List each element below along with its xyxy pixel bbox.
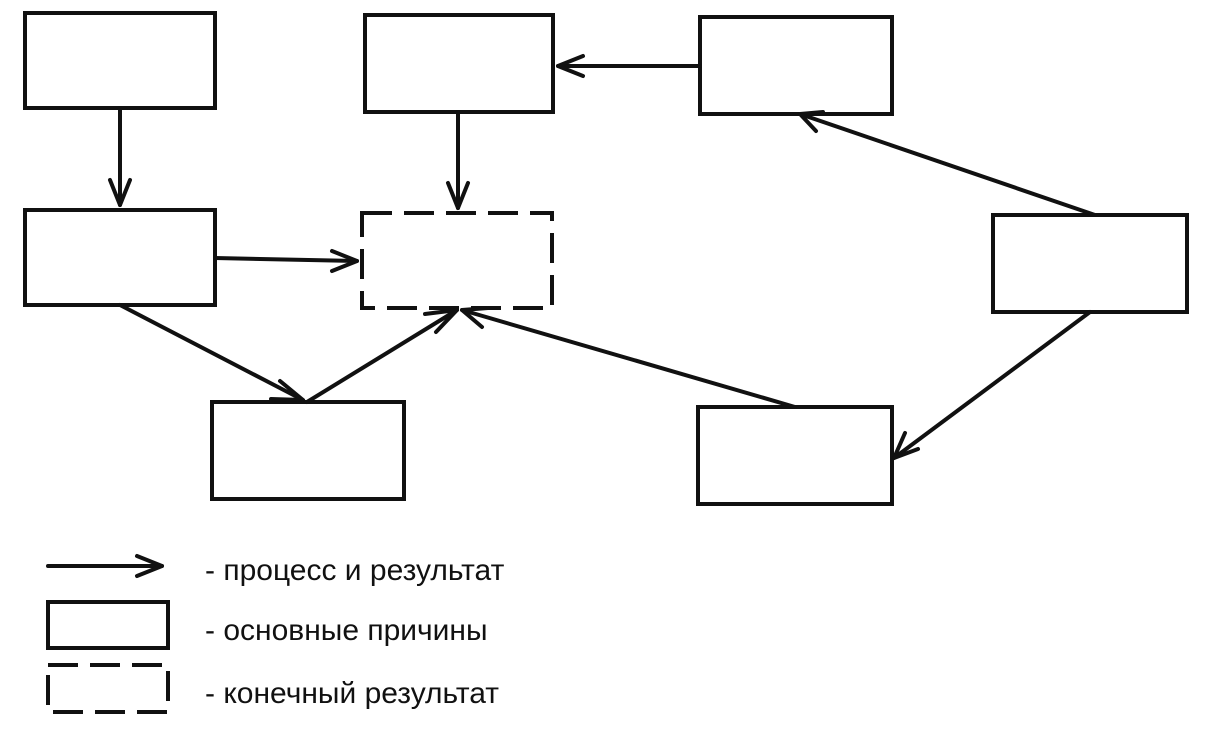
legend-solid-box-symbol	[46, 600, 170, 650]
cause-box-top-left	[23, 11, 217, 110]
legend-result-text: - конечный результат	[205, 677, 499, 710]
legend-cause-text: - основные причины	[205, 614, 488, 647]
arrow-midleft-to-bottomleft	[118, 303, 305, 402]
arrow-topleft-to-midleft	[108, 106, 132, 207]
arrow-midright-to-bottomright	[892, 310, 1092, 460]
arrow-topmid-to-result	[446, 110, 470, 210]
result-box-center	[360, 211, 554, 310]
arrow-bottomright-to-result	[460, 306, 797, 409]
cause-box-bottom-left	[210, 400, 406, 501]
legend-process-text: - процесс и результат	[205, 554, 505, 587]
legend-dashed-box-symbol	[46, 663, 170, 714]
legend: - процесс и результат - основные причины…	[46, 554, 505, 714]
arrow-bottomleft-to-result	[305, 308, 459, 404]
cause-box-bottom-right	[696, 405, 894, 506]
arrow-midleft-to-result	[213, 249, 359, 273]
legend-arrow-symbol	[46, 554, 164, 578]
cause-box-middle-right	[991, 213, 1189, 314]
arrow-midright-to-topright	[798, 110, 1097, 217]
arrow-topright-to-topmid	[556, 54, 702, 78]
cause-box-top-right	[698, 15, 894, 116]
cause-box-middle-left	[23, 208, 217, 307]
cause-box-top-middle	[363, 13, 555, 114]
